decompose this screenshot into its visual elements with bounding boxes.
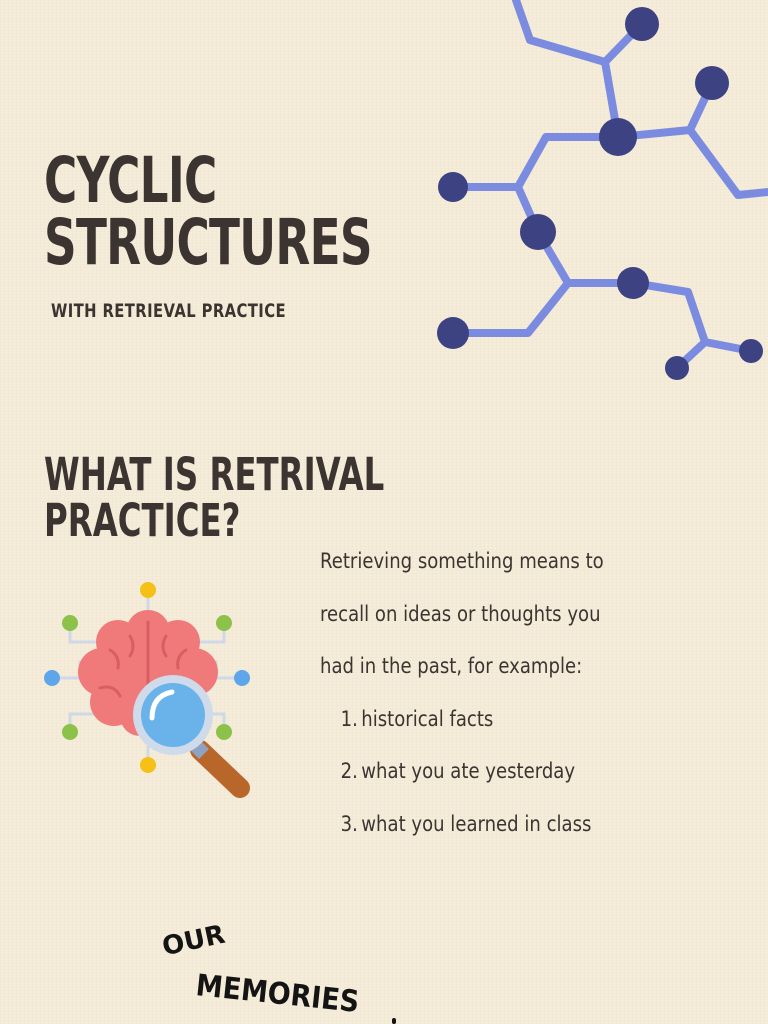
list-item-number: 1. (340, 706, 358, 731)
page-subtitle: WITH RETRIEVAL PRACTICE (51, 300, 286, 322)
paragraph-line: Retrieving something means to (320, 549, 604, 573)
list-item-text: what you learned in class (361, 811, 592, 836)
brain-magnifier-icon (44, 582, 250, 798)
list-item: 2. what you ate yesterday (320, 745, 690, 798)
list-item: 1. historical facts (320, 693, 690, 746)
definition-text: Retrieving something means to recall on … (320, 535, 750, 850)
list-item-text: historical facts (361, 706, 494, 731)
paragraph-line: had in the past, for example: (320, 654, 583, 678)
section-heading: WHAT IS RETRIVAL PRACTICE? (44, 452, 384, 544)
section-heading-line-1: WHAT IS RETRIVAL (44, 448, 385, 501)
list-item: 3. what you learned in class (320, 798, 690, 851)
list-item-text: what you ate yesterday (361, 759, 576, 783)
title-line-1: CYCLIC (44, 144, 217, 217)
memories-word-memories: MEMORIES (194, 968, 361, 1021)
paragraph-line: recall on ideas or thoughts you (320, 601, 601, 626)
page-title: CYCLIC STRUCTURES (44, 149, 373, 274)
list-item-number: 2. (340, 759, 358, 783)
title-line-2: STRUCTURES (44, 206, 373, 279)
section-heading-line-2: PRACTICE? (44, 494, 241, 547)
examples-list: 1. historical facts 2. what you ate yest… (320, 693, 750, 851)
memories-word-our: OUR (159, 919, 228, 963)
list-item-number: 3. (340, 811, 358, 836)
decorative-mark (392, 1018, 396, 1024)
molecule-structure-icon (437, 0, 768, 380)
